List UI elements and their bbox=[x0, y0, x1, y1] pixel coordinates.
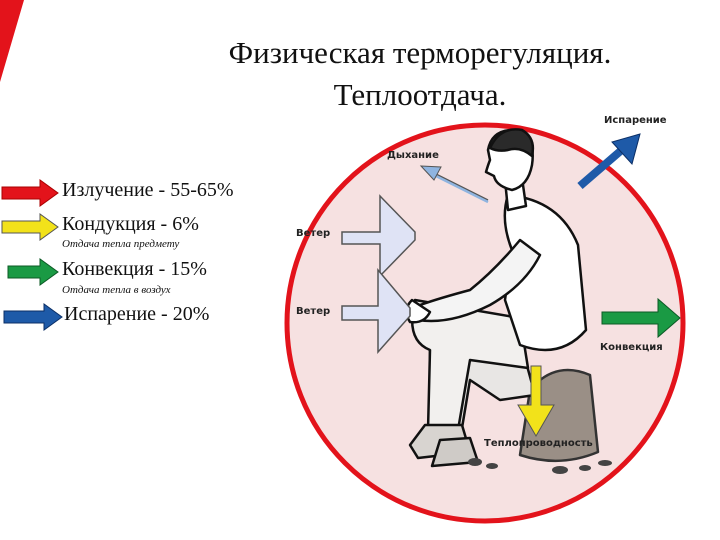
legend-label: Кондукция - 6% bbox=[62, 213, 199, 235]
wind-arrow-lower-icon bbox=[341, 267, 411, 354]
green-arrow-icon bbox=[7, 258, 59, 286]
wind-label-lower: Ветер bbox=[296, 306, 330, 317]
evaporation-arrow-icon bbox=[577, 133, 641, 190]
wind-arrow-upper-icon bbox=[341, 194, 416, 278]
wind-label-upper: Ветер bbox=[296, 228, 330, 239]
breathing-arrow-icon bbox=[419, 165, 489, 204]
convection-arrow-icon bbox=[601, 297, 681, 339]
legend-note-conduction: Отдача тепла предмету bbox=[62, 238, 180, 250]
blue-arrow-icon bbox=[3, 303, 63, 331]
title-line-2: Теплоотдача. bbox=[333, 77, 507, 112]
page-title: Физическая терморегуляция. Теплоотдача. bbox=[160, 32, 680, 116]
breathing-label: Дыхание bbox=[387, 150, 439, 161]
evaporation-label: Испарение bbox=[604, 115, 667, 126]
yellow-arrow-icon bbox=[1, 213, 59, 241]
legend-label: Испарение - 20% bbox=[64, 303, 210, 325]
corner-decoration bbox=[0, 0, 24, 82]
title-line-1: Физическая терморегуляция. bbox=[228, 35, 612, 70]
red-arrow-icon bbox=[1, 179, 59, 207]
conduction-label: Теплопроводность bbox=[484, 438, 593, 449]
legend-label: Излучение - 55-65% bbox=[62, 179, 234, 201]
conduction-arrow-icon bbox=[517, 365, 555, 437]
convection-label: Конвекция bbox=[600, 342, 663, 353]
legend-note-convection: Отдача тепла в воздух bbox=[62, 284, 171, 296]
legend-label: Конвекция - 15% bbox=[62, 258, 207, 280]
